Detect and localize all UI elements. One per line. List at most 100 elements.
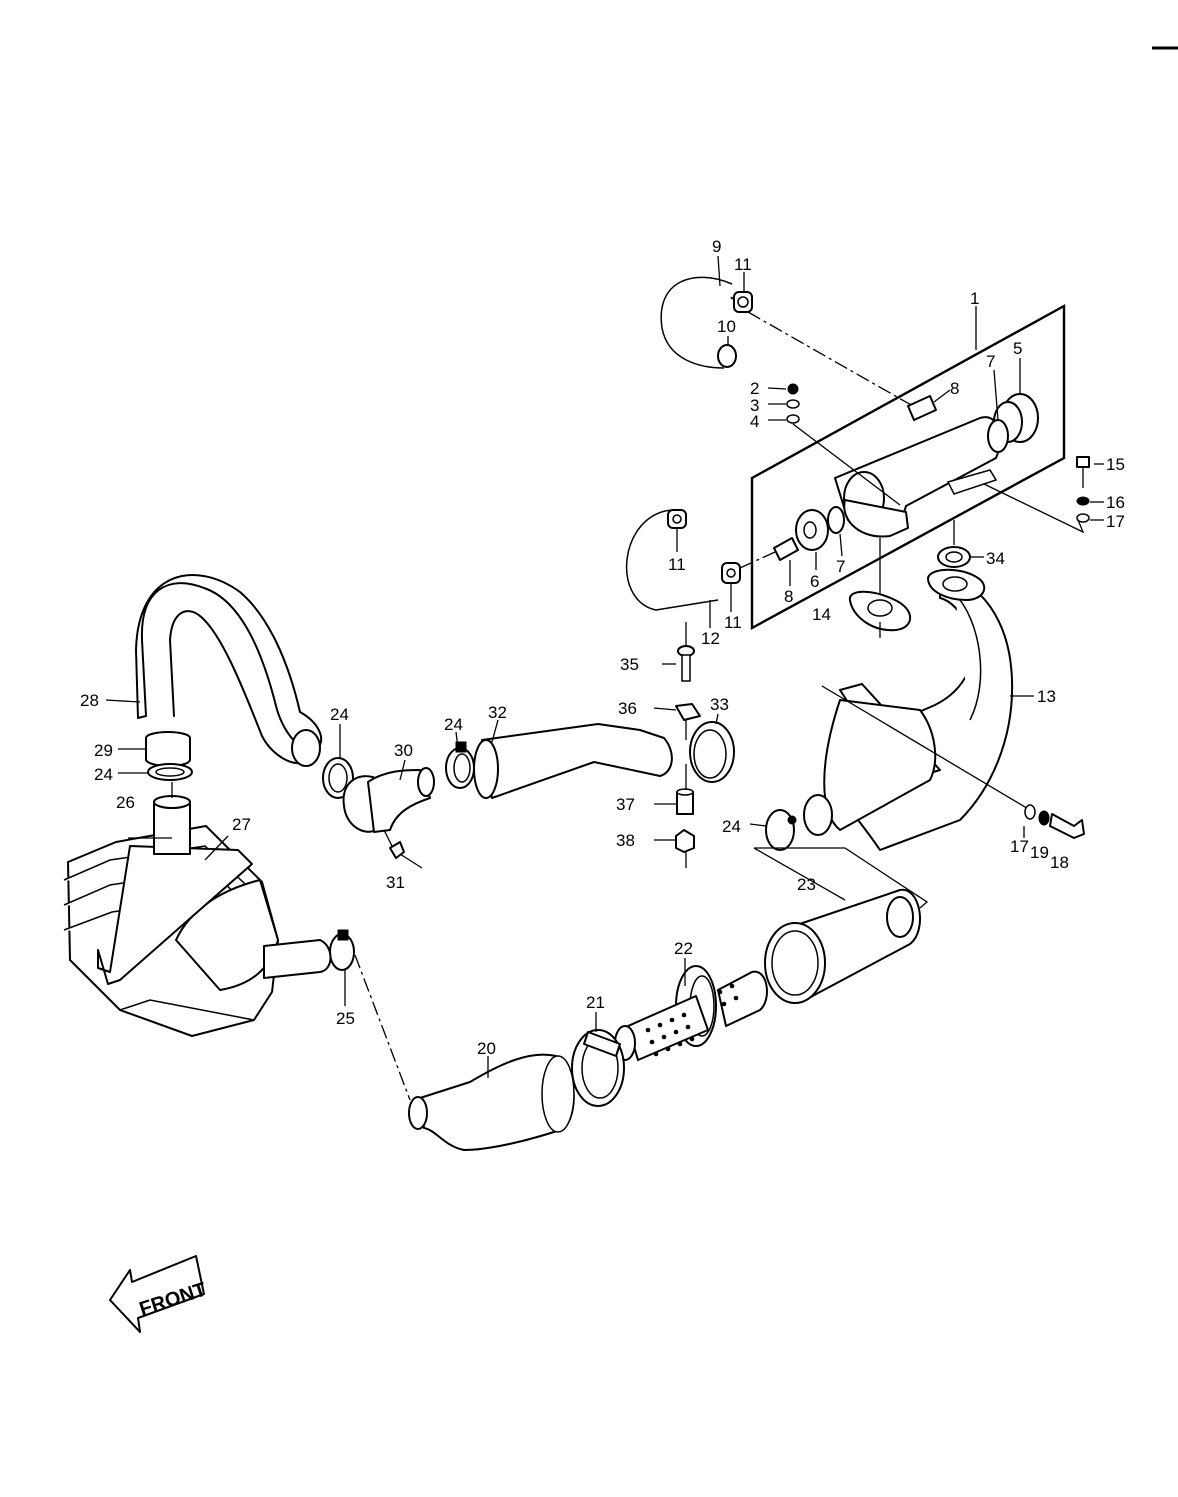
washer-17-top — [1076, 513, 1090, 523]
front-arrow — [109, 1255, 205, 1333]
clamp-24-left-inner — [155, 767, 185, 777]
leader-32 — [491, 719, 499, 743]
exhaust-pipe-13-chamber — [823, 699, 937, 831]
callout-27: 27 — [232, 815, 251, 834]
callout-11-top: 11 — [734, 255, 752, 274]
leader-30 — [399, 759, 406, 781]
leader-27 — [204, 835, 229, 861]
clamp-21-screw — [583, 1031, 621, 1057]
callout-36: 36 — [618, 699, 637, 718]
ring-33-inner — [693, 729, 727, 779]
leader-24-mid-right — [455, 731, 459, 749]
hose-28-end — [291, 729, 321, 767]
callout-15: 15 — [1106, 455, 1125, 474]
callout-26: 26 — [116, 793, 135, 812]
callout-37: 37 — [616, 795, 635, 814]
callout-10: 10 — [717, 317, 736, 336]
clamp-11-left-hole — [672, 514, 682, 524]
gasket-34-inner — [945, 551, 963, 563]
leader-28 — [105, 699, 141, 703]
callout-13: 13 — [1037, 687, 1056, 706]
nut-38 — [675, 829, 695, 853]
nut-2 — [787, 383, 799, 395]
sleeve-29 — [145, 737, 191, 767]
clamp-24-mid-right-inner — [453, 753, 471, 783]
callout-30: 30 — [394, 741, 413, 760]
bolt-18 — [1049, 813, 1085, 839]
o-ring-7-left — [827, 506, 845, 534]
callout-34: 34 — [986, 549, 1005, 568]
exhaust-pipe-13-outlet — [803, 794, 833, 836]
exhaust-pipe-13-port — [942, 576, 968, 592]
callout-17-lower: 17 — [1010, 837, 1029, 856]
elbow-30 — [367, 769, 431, 833]
leader-36 — [653, 707, 677, 711]
leader-13-diag — [821, 685, 1031, 811]
callout-8-lower: 8 — [784, 587, 793, 606]
tube-32-end — [473, 739, 499, 799]
callout-16: 16 — [1106, 493, 1125, 512]
muffler-flange-14-mount — [843, 499, 909, 538]
leader-15-17 — [983, 483, 1085, 534]
muffler-26-rib-4 — [119, 999, 255, 1021]
silencer-23-mouth-inner — [771, 930, 819, 996]
pipe-20-outlet — [541, 1055, 575, 1133]
callout-31: 31 — [386, 873, 405, 892]
leader-31 — [383, 829, 393, 847]
muffler-26-outlet — [263, 939, 332, 979]
hose-28-wall — [169, 610, 311, 765]
callout-1: 1 — [970, 289, 979, 308]
callout-11-mid: 11 — [724, 613, 742, 632]
callout-2: 2 — [750, 379, 759, 398]
tube-32 — [481, 723, 673, 799]
callout-4: 4 — [750, 412, 759, 431]
callout-35: 35 — [620, 655, 639, 674]
leader-7-right — [993, 369, 999, 421]
bolt-35-shank — [681, 654, 691, 682]
exhaust-pipe-13-inner — [954, 593, 982, 721]
muffler-26-strap — [97, 845, 253, 985]
leader-7-left — [839, 533, 843, 557]
clamp-24-mid-left-inner — [328, 763, 348, 793]
muffler-26-neck — [153, 801, 191, 855]
hose-end-10 — [717, 344, 737, 368]
dash-9-to-8 — [747, 311, 921, 411]
callout-7-left: 7 — [836, 557, 845, 576]
callout-32: 32 — [488, 703, 507, 722]
callout-6: 6 — [810, 572, 819, 591]
hose-12-inner — [625, 509, 719, 611]
fitting-8-lower — [773, 537, 799, 561]
dash-12-to-8 — [739, 551, 776, 569]
callout-17: 17 — [1106, 512, 1125, 531]
washer-4 — [786, 414, 800, 424]
o-ring-7-right — [987, 419, 1009, 453]
washer-16 — [1076, 496, 1090, 506]
bolt-15-head — [1076, 456, 1090, 468]
leader-2-4-to-body — [792, 423, 901, 506]
fitting-8-upper — [907, 395, 937, 421]
washer-3 — [786, 399, 800, 409]
callout-20: 20 — [477, 1039, 496, 1058]
clamp-25-screw — [337, 929, 349, 941]
end-cap-6-inner — [803, 521, 817, 539]
leader-23-left — [753, 847, 846, 901]
spacer-37-top — [676, 788, 694, 796]
clamp-11-mid-hole — [726, 568, 736, 578]
muffler-tab — [946, 469, 998, 495]
callout-24-right: 24 — [722, 817, 741, 836]
callout-12: 12 — [701, 629, 720, 648]
washer-19 — [1038, 810, 1050, 826]
callout-7-right: 7 — [986, 352, 995, 371]
callout-24-left: 24 — [94, 765, 113, 784]
leader-9 — [717, 255, 721, 287]
callout-33: 33 — [710, 695, 729, 714]
callout-24-mid-left: 24 — [330, 705, 349, 724]
callout-22: 22 — [674, 939, 693, 958]
callout-18: 18 — [1050, 853, 1069, 872]
perforations-22 — [645, 983, 739, 1057]
assembly-frame — [750, 303, 1066, 631]
clamp-24-right-screw — [787, 815, 797, 825]
dash-box-23 — [754, 847, 929, 909]
callout-3: 3 — [750, 396, 759, 415]
